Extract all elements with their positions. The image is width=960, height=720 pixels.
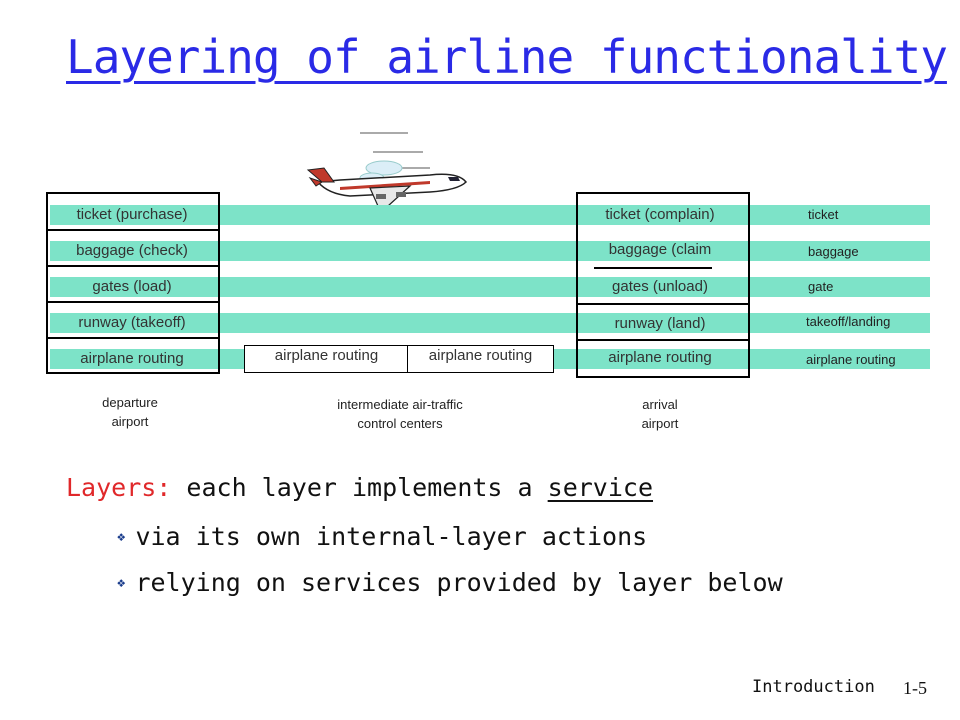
layers-sentence: each layer implements a: [171, 473, 548, 502]
layer-name-takeoff-landing: takeoff/landing: [806, 314, 891, 329]
bullet-diamond-icon: ❖: [117, 529, 126, 545]
airplane-icon: [306, 132, 468, 213]
departure-airport-stack: [46, 192, 220, 374]
arrival-layer-routing: airplane routing: [608, 349, 712, 366]
departure-layer-routing: airplane routing: [80, 350, 184, 367]
footer-section: Introduction: [752, 677, 875, 697]
departure-layer-baggage: baggage (check): [76, 242, 188, 259]
departure-layer-gates: gates (load): [92, 278, 172, 295]
layers-definition: Layers: each layer implements a service: [66, 473, 653, 502]
layer-name-gate: gate: [808, 279, 834, 294]
layer-name-ticket: ticket: [808, 207, 839, 222]
intermediate-routing-box-1: airplane routing: [244, 345, 409, 373]
bullet-diamond-icon: ❖: [117, 575, 126, 591]
departure-layer-runway: runway (takeoff): [78, 314, 186, 331]
slide-title: Layering of airline functionality: [66, 30, 948, 84]
layers-label: Layers:: [66, 473, 172, 502]
arrival-airport-stack: [576, 192, 750, 378]
arrival-layer-runway: runway (land): [614, 315, 706, 332]
service-word: service: [547, 473, 654, 502]
layer-name-baggage: baggage: [808, 244, 859, 259]
departure-layer-ticket: ticket (purchase): [76, 206, 188, 223]
arrival-layer-ticket: ticket (complain): [605, 206, 715, 223]
page-number: 1-5: [903, 678, 927, 698]
intermediate-routing-label-1: airplane routing: [274, 347, 379, 364]
bullet-1: ❖via its own internal-layer actions: [117, 522, 648, 551]
arrival-layer-baggage: baggage (claim: [608, 241, 712, 258]
bullet-2: ❖relying on services provided by layer b…: [117, 568, 783, 597]
layer-name-airplane-routing: airplane routing: [806, 352, 896, 367]
intermediate-routing-label-2: airplane routing: [428, 347, 533, 364]
arrival-layer-gates: gates (unload): [612, 278, 708, 295]
intermediate-routing-box-2: airplane routing: [407, 345, 554, 373]
